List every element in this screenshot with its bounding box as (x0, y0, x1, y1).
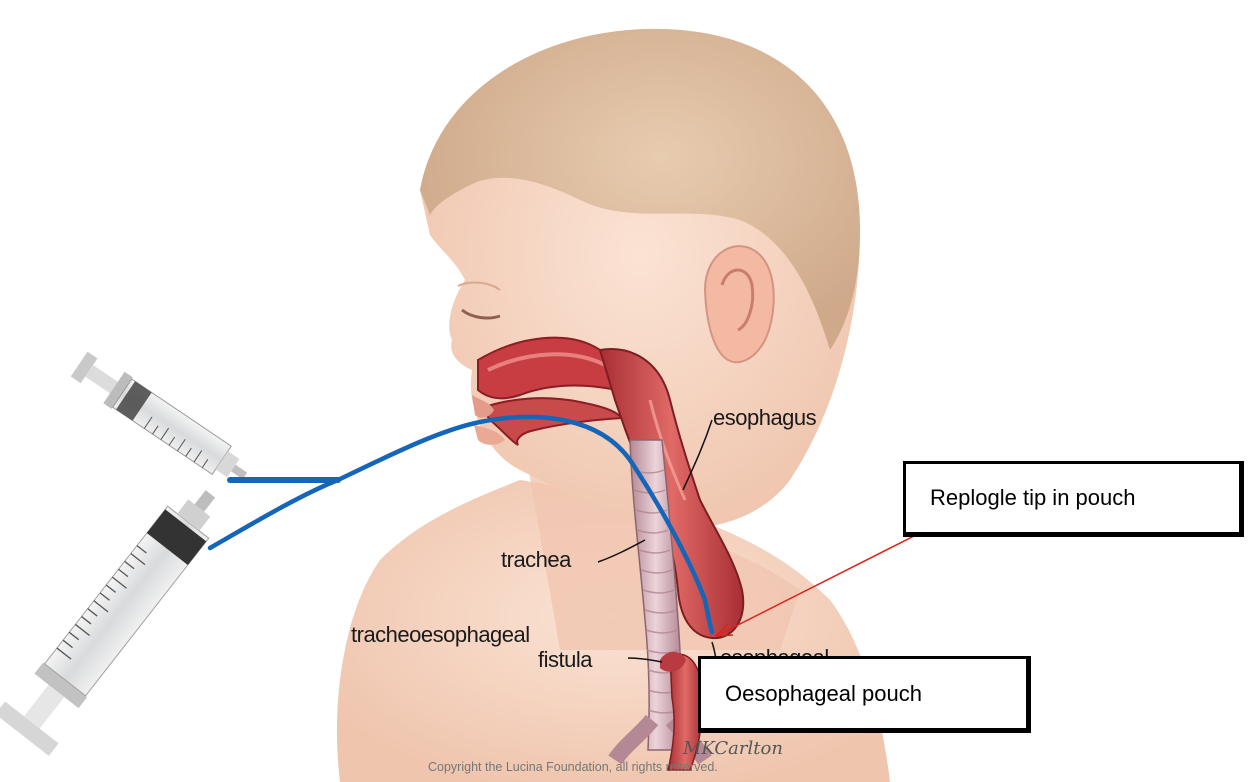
syringe-small-icon (69, 348, 256, 491)
label-esophagus: esophagus (713, 405, 816, 431)
callout-oesophageal-pouch: Oesophageal pouch (698, 656, 1031, 733)
copyright-text: Copyright the Lucina Foundation, all rig… (428, 760, 718, 774)
callout-replogle-tip: Replogle tip in pouch (903, 461, 1244, 537)
artist-signature: MKCarlton (683, 738, 783, 759)
label-fistula-line1: tracheoesophageal (351, 622, 530, 648)
label-trachea: trachea (501, 547, 571, 573)
baby-ear (705, 246, 774, 362)
label-fistula-line2: fistula (538, 647, 592, 673)
syringe-large-icon (0, 473, 237, 756)
